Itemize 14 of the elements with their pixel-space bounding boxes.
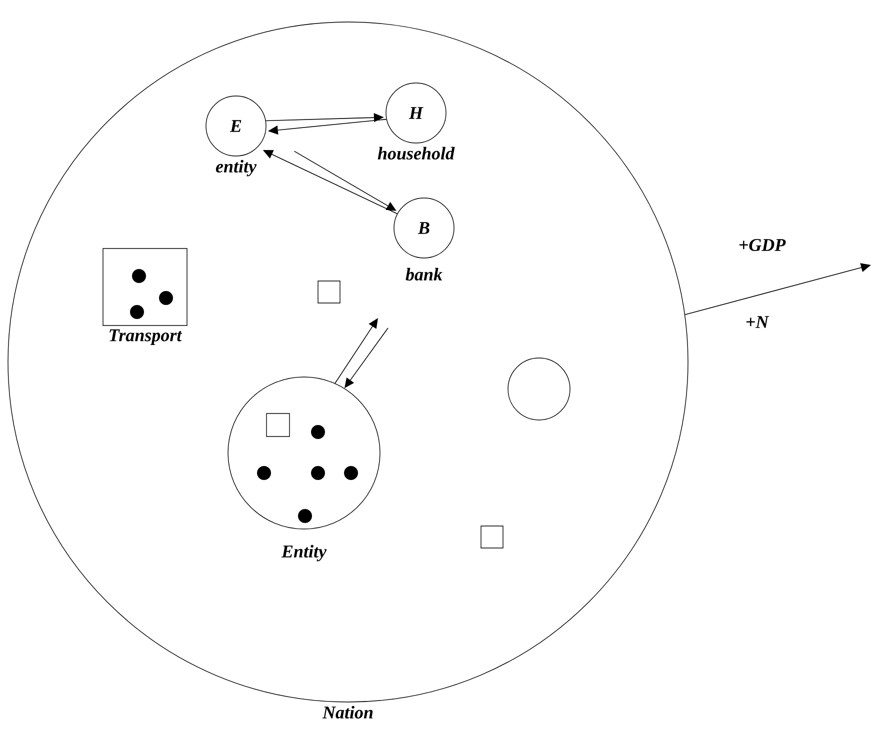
node-label: bank xyxy=(406,268,442,281)
transport-box: Transport xyxy=(102,248,188,345)
small-square xyxy=(480,526,504,548)
node-label: Nation xyxy=(322,706,373,719)
small-square xyxy=(318,280,340,304)
node-label: Entity xyxy=(281,544,327,562)
node-label: household xyxy=(378,146,455,160)
flow-label: +N xyxy=(746,316,770,328)
small-square xyxy=(266,413,290,437)
node-label: Transport xyxy=(110,329,182,345)
arrow xyxy=(334,318,378,384)
edge-label: +GDP xyxy=(739,238,786,252)
node-label: entity xyxy=(216,160,257,176)
small-circle xyxy=(508,358,570,420)
